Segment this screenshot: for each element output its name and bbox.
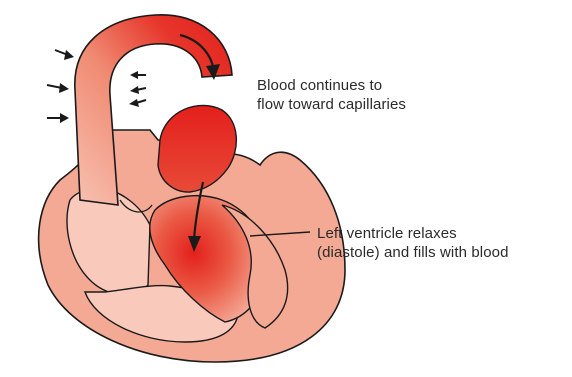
aorta-flow-label: Blood continues to flow toward capillari… <box>257 76 406 114</box>
aorta-flow-label-line2: flow toward capillaries <box>257 95 406 114</box>
pressure-arrows-left-icon <box>47 50 74 123</box>
ventricle-label-line1: Left ventricle relaxes <box>317 224 509 243</box>
ventricle-label-line2: (diastole) and fills with blood <box>317 243 509 262</box>
pressure-arrows-right-icon <box>129 71 146 107</box>
aorta-flow-label-line1: Blood continues to <box>257 76 406 95</box>
ventricle-label: Left ventricle relaxes (diastole) and fi… <box>317 224 509 262</box>
